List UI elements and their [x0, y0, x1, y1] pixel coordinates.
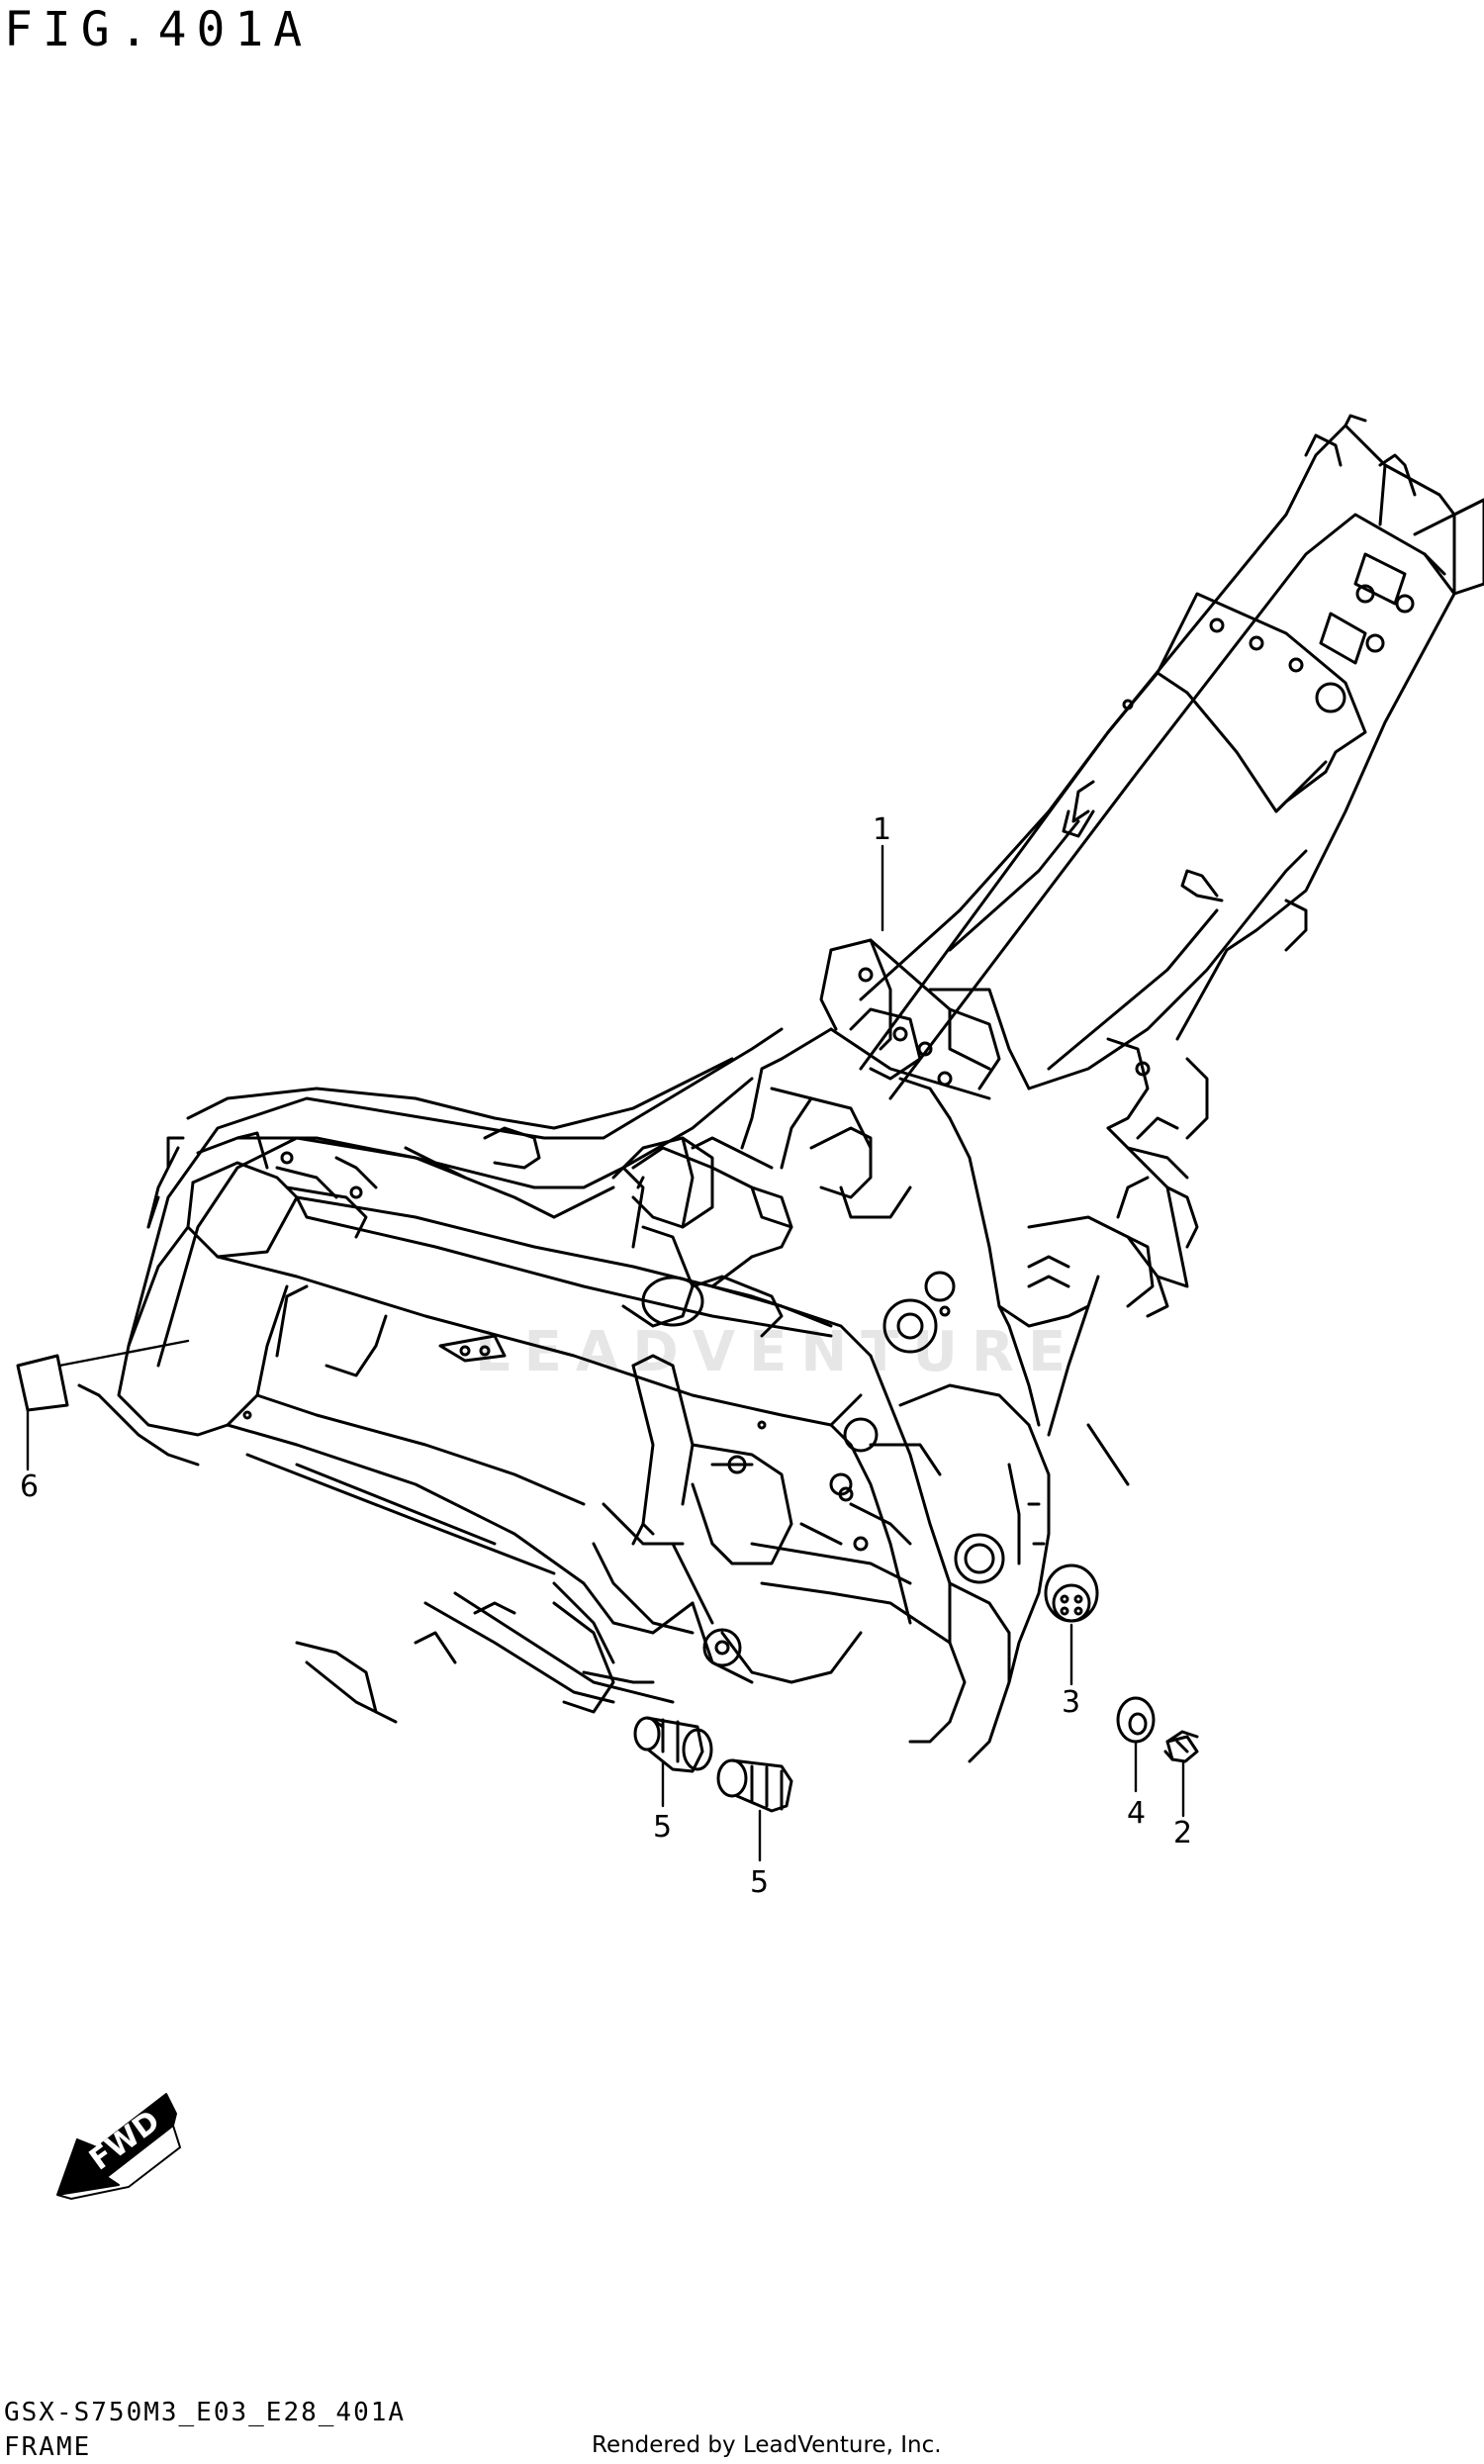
part-4-washer — [1116, 1696, 1156, 1744]
part-6-plate — [16, 1354, 69, 1412]
part-3-cap — [1044, 1564, 1099, 1623]
callouts: 1 2 3 4 5 5 6 — [20, 812, 1192, 1900]
part-2-bolt — [1163, 1730, 1199, 1763]
render-credit: Rendered by LeadVenture, Inc. — [592, 2432, 942, 2458]
callout-5a: 5 — [653, 1810, 672, 1845]
part-5-spacer-a — [633, 1716, 713, 1773]
frame-bottom — [295, 1354, 734, 1724]
watermark-text: LEADVENTURE — [475, 1320, 1079, 1384]
callout-4: 4 — [1127, 1796, 1146, 1831]
callout-5b: 5 — [750, 1865, 769, 1900]
frame-center-crossmember — [740, 938, 1001, 1170]
figure-title: FIG.401A — [4, 2, 313, 57]
callout-3: 3 — [1062, 1685, 1080, 1720]
callout-1: 1 — [873, 812, 891, 847]
callout-2: 2 — [1173, 1816, 1192, 1850]
frame-drawing — [16, 414, 1484, 1862]
part-5-spacer-b — [716, 1758, 793, 1813]
model-code: GSX-S750M3_E03_E28_401A — [4, 2398, 407, 2427]
callout-6: 6 — [20, 1469, 39, 1504]
leader-lines — [26, 844, 1185, 1862]
lower-rear-frame — [928, 849, 1308, 1486]
fwd-arrow-icon: FWD — [56, 2093, 182, 2201]
main-spar — [77, 1007, 1199, 1763]
section-name: FRAME — [4, 2432, 92, 2462]
rear-subframe — [859, 414, 1484, 1100]
